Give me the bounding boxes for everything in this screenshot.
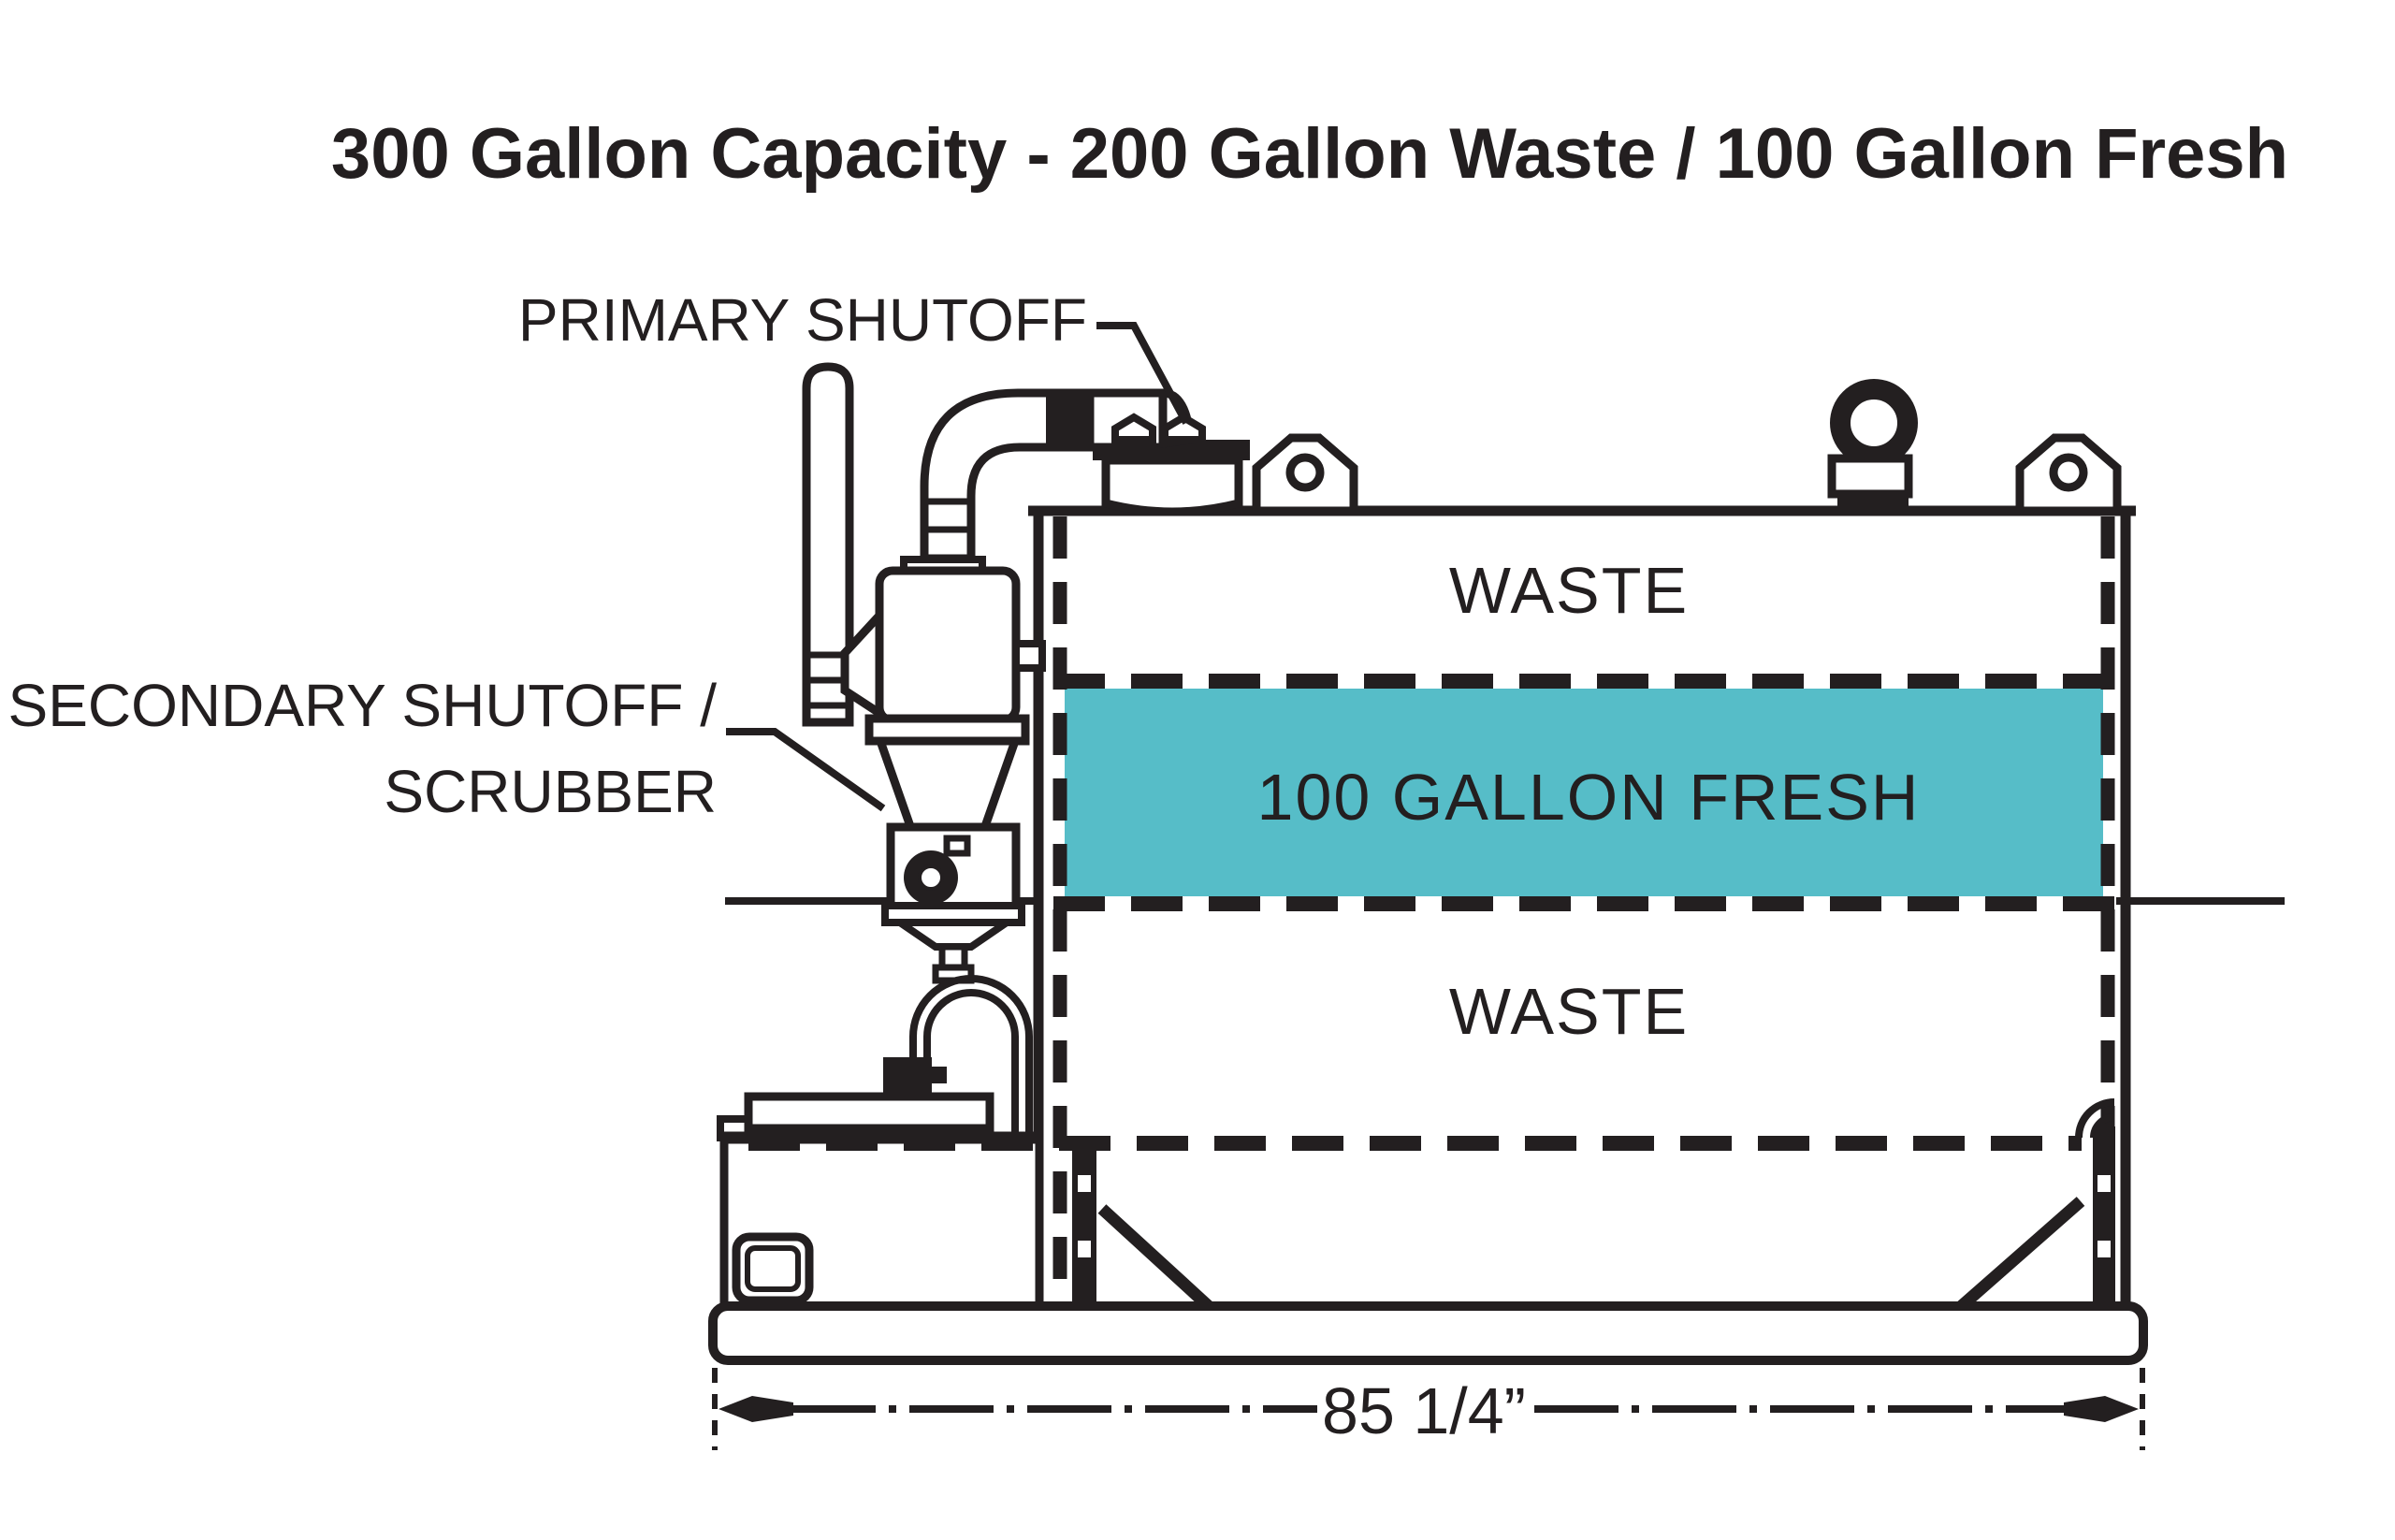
lug-hole-left	[1285, 453, 1325, 492]
tank-outline	[1028, 505, 2136, 1308]
manway-lid	[1101, 456, 1243, 516]
skid-base	[708, 1301, 2148, 1365]
dimension-arrow-right	[2064, 1396, 2139, 1422]
ring-pedestal	[1827, 454, 1913, 499]
dimension-arrow-left	[718, 1396, 793, 1422]
secondary-shutoff-leader	[726, 728, 886, 812]
scrubber-vessel	[875, 566, 1021, 725]
waste-bottom-label: WASTE	[1449, 975, 1689, 1048]
mount-bracket-right	[2093, 1126, 2115, 1308]
standpipe-tube	[802, 362, 854, 727]
waste-top-label: WASTE	[1449, 554, 1689, 627]
lifting-ring	[1827, 379, 1918, 511]
lifting-lug-left	[1252, 433, 1358, 516]
diagram-title: 300 Gallon Capacity - 200 Gallon Waste /…	[331, 114, 2288, 194]
bracket-hole	[1078, 1241, 1091, 1257]
hose-inner-arc	[923, 989, 1019, 1136]
hose-outer-arc	[909, 975, 1033, 1136]
secondary-shutoff-label-line1: SECONDARY SHUTOFF /	[8, 672, 718, 739]
bracket-hole	[1078, 1175, 1091, 1192]
hose-fitting	[883, 1057, 932, 1093]
cross-brace-left	[1097, 1204, 1217, 1315]
dimension-width-label: 85 1/4”	[1322, 1374, 1526, 1447]
secondary-shutoff-label-line2: SCRUBBER	[384, 758, 717, 825]
access-port	[732, 1232, 814, 1305]
lid-tab-right	[1161, 413, 1206, 443]
hose-fitting-notch	[932, 1067, 947, 1083]
scrubber-assembly	[840, 556, 1046, 984]
gooseneck-hose	[883, 975, 1033, 1136]
lifting-lug-right	[2015, 433, 2122, 516]
scrubber-funnel	[874, 736, 1022, 834]
dimension: 85 1/4”	[712, 1368, 2145, 1450]
drain-valve-center	[918, 864, 944, 891]
pump-box	[717, 1092, 1044, 1313]
mount-bracket-left	[1072, 1138, 1096, 1308]
access-port-inner	[745, 1245, 801, 1292]
pipe-coupling	[1046, 389, 1090, 451]
pump-box-lid	[744, 1092, 994, 1133]
bracket-hole	[2097, 1175, 2111, 1192]
lug-hole-right	[2049, 453, 2088, 492]
ring-icon	[1830, 379, 1918, 467]
fresh-label: 100 GALLON FRESH	[1257, 761, 1921, 834]
vessel-side-port	[1012, 640, 1046, 672]
ring-base	[1837, 494, 1909, 511]
bracket-hole	[2097, 1241, 2111, 1257]
cross-brace-right	[1952, 1197, 2085, 1315]
fresh-water-band	[1065, 689, 2103, 896]
primary-shutoff-leader	[1096, 322, 1190, 425]
primary-shutoff-label: PRIMARY SHUTOFF	[518, 286, 1087, 354]
lid-tab-left	[1111, 413, 1156, 443]
drain-stub	[943, 835, 971, 857]
drain-cone	[888, 919, 1019, 951]
